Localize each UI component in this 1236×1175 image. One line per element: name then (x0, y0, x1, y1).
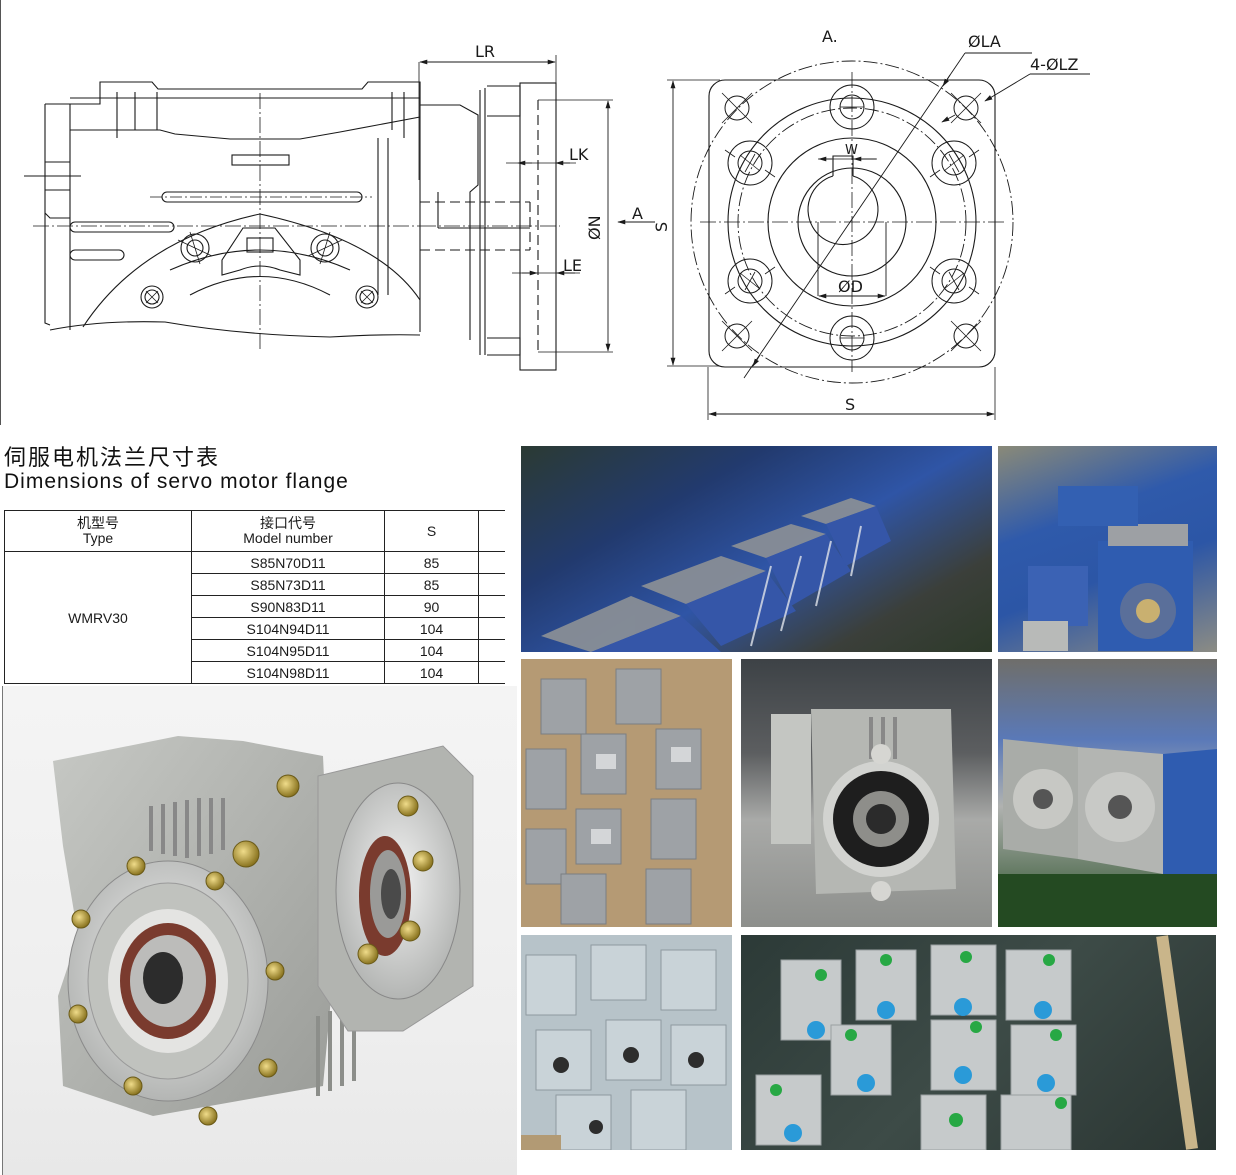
hero-product-photo (2, 686, 517, 1175)
label-n: ØN (585, 215, 604, 240)
gray-reducers-grid-illustration (525, 668, 702, 925)
s-cell: 90 (384, 595, 479, 618)
photo-gray-reducers-pallet (521, 935, 732, 1150)
label-lz: 4-ØLZ (1030, 55, 1078, 74)
flange-row-illustration (998, 739, 1217, 927)
model-cell: S104N98D11 (191, 661, 385, 684)
table-row: S104N95D11 104 (5, 639, 505, 662)
type-cell: WMRV30 (4, 551, 192, 684)
flange-dimensions-table: 机型号 Type 接口代号 Model number S WMRV30 S85N… (4, 510, 505, 684)
model-cell: S90N83D11 (191, 595, 385, 618)
header-model-number: 接口代号 Model number (191, 510, 385, 552)
label-w: W (845, 143, 858, 158)
label-lk: LK (569, 145, 589, 164)
front-view (667, 52, 1090, 420)
table-row: S104N98D11 104 (5, 661, 505, 684)
blue-reducers-rows-illustration (541, 498, 891, 652)
photo-blue-gray-reducers-flanges (998, 659, 1217, 927)
s-cell: 104 (384, 661, 479, 684)
s-cell: 104 (384, 639, 479, 662)
gray-reducers-pallet-illustration (521, 944, 727, 1150)
header-type: 机型号 Type (4, 510, 192, 552)
table-header-row: 机型号 Type 接口代号 Model number S (4, 510, 505, 552)
side-view (24, 55, 655, 371)
label-le: LE (563, 256, 582, 275)
label-view-a: A. (822, 27, 838, 46)
section-title-english: Dimensions of servo motor flange (4, 470, 349, 493)
label-a-arrow: A (632, 204, 643, 223)
page-left-border (0, 0, 1, 425)
label-s-bottom: S (845, 395, 855, 414)
blue-double-reducer-illustration (1023, 486, 1193, 651)
s-cell: 85 (384, 573, 479, 596)
photo-blue-reducers-row (521, 446, 992, 652)
model-cell: S85N73D11 (191, 573, 385, 596)
label-d: ØD (838, 277, 863, 296)
gray-reducer-closeup-illustration (771, 709, 956, 901)
model-cell: S104N94D11 (191, 617, 385, 640)
photo-blue-reducers-double (998, 446, 1217, 652)
wrapped-reducers-qc-illustration (755, 935, 1198, 1150)
section-title-chinese: 伺服电机法兰尺寸表 (4, 446, 221, 471)
table-row: WMRV30 S85N70D11 85 (4, 551, 505, 684)
header-cut-off (478, 510, 505, 552)
label-lr: LR (475, 42, 495, 61)
table-row: S90N83D11 90 (5, 595, 505, 618)
s-cell: 85 (384, 551, 479, 574)
model-cell: S104N95D11 (191, 639, 385, 662)
gear-reducer-illustration (53, 736, 474, 1126)
photo-gray-reducers-cardboard (521, 659, 732, 927)
label-s-left: S (652, 222, 671, 232)
s-cell: 104 (384, 617, 479, 640)
header-s: S (384, 510, 479, 552)
label-la: ØLA (968, 32, 1001, 51)
model-cell: S85N70D11 (191, 551, 385, 574)
photo-gray-reducer-closeup (741, 659, 992, 927)
table-row: S104N94D11 104 (5, 617, 505, 640)
technical-drawing: LR LK LE A ØN S (24, 27, 1090, 420)
photo-wrapped-reducers-qc (741, 935, 1216, 1150)
